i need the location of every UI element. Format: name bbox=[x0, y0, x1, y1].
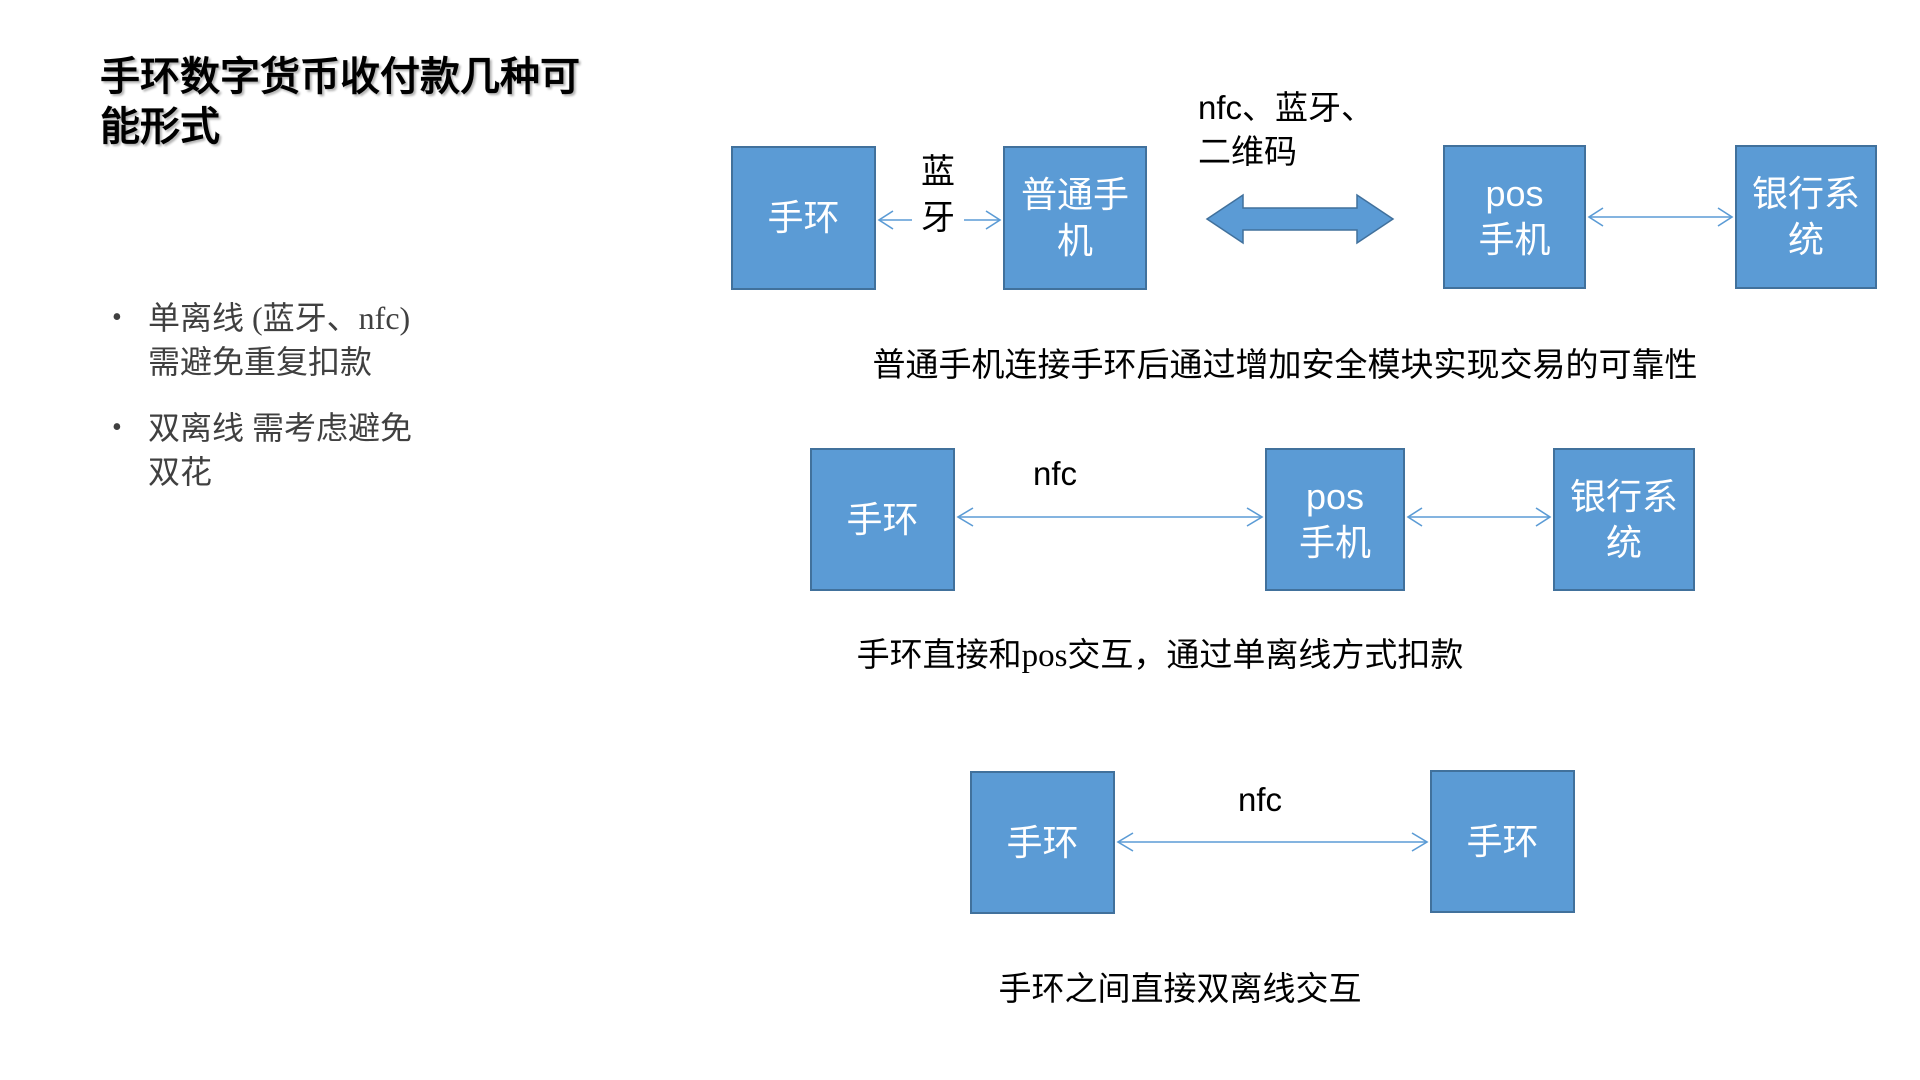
box-row1-band: 手环 bbox=[731, 146, 876, 290]
box-row2-band: 手环 bbox=[810, 448, 955, 591]
caption-row1: 普通手机连接手环后通过增加安全模块实现交易的可靠性 bbox=[872, 348, 1698, 384]
bullet-marker: • bbox=[112, 412, 122, 443]
nfc-double-arrow-icon bbox=[1116, 832, 1429, 852]
slide-title-line-2: 能形式 bbox=[100, 104, 220, 149]
link-label-bluetooth: 蓝 牙 bbox=[912, 150, 964, 242]
caption-row3: 手环之间直接双离线交互 bbox=[998, 972, 1362, 1008]
box-row3-band-left: 手环 bbox=[970, 771, 1115, 914]
slide-title-line-1: 手环数字货币收付款几种可 bbox=[100, 54, 580, 99]
bullet-line: 单离线 (蓝牙、nfc) bbox=[148, 300, 411, 336]
box-label-line: pos bbox=[1485, 173, 1544, 214]
bullet-item-double-offline: • 双离线 需考虑避免 双花 bbox=[112, 406, 512, 494]
box-label: 手环 bbox=[767, 198, 840, 238]
bullet-marker: • bbox=[112, 302, 122, 333]
box-row1-bank-system: 银行系 统 bbox=[1735, 145, 1877, 289]
box-label-line: 统 bbox=[1787, 220, 1824, 260]
link-label-nfc-bluetooth-qr: nfc、蓝牙、 二维码 bbox=[1198, 86, 1458, 174]
caption-row2: 手环直接和pos交互，通过单离线方式扣款 bbox=[856, 638, 1464, 674]
bullet-line: 双离线 需考虑避免 bbox=[148, 410, 413, 446]
box-label-line: 银行系 bbox=[1751, 174, 1860, 214]
thick-double-arrow-icon bbox=[1205, 193, 1395, 245]
box-row2-pos-phone: pos 手机 bbox=[1265, 448, 1405, 591]
box-row2-bank-system: 银行系 统 bbox=[1553, 448, 1695, 591]
link-label-line: 牙 bbox=[921, 200, 955, 237]
box-label-line: pos bbox=[1305, 475, 1365, 517]
bullet-line: 需避免重复扣款 bbox=[148, 344, 373, 380]
box-label: 手环 bbox=[1006, 822, 1079, 863]
link-label-line: 二维码 bbox=[1198, 133, 1297, 170]
nfc-double-arrow-icon bbox=[956, 507, 1264, 527]
pos-bank-double-arrow-icon bbox=[1587, 207, 1734, 227]
box-row1-ordinary-phone: 普通手 机 bbox=[1003, 146, 1147, 290]
bullet-item-single-offline: • 单离线 (蓝牙、nfc) 需避免重复扣款 bbox=[112, 296, 512, 384]
slide-title: 手环数字货币收付款几种可 能形式 bbox=[100, 52, 640, 152]
link-label-nfc-row2: nfc bbox=[1032, 455, 1078, 492]
box-label-line: 银行系 bbox=[1569, 476, 1678, 517]
link-label-line: nfc、蓝牙、 bbox=[1198, 89, 1375, 126]
pos-bank-double-arrow-icon bbox=[1406, 507, 1552, 527]
box-label-line: 统 bbox=[1605, 522, 1642, 563]
bullet-line: 双花 bbox=[148, 454, 213, 490]
box-row3-band-right: 手环 bbox=[1430, 770, 1575, 913]
box-label-line: 手机 bbox=[1478, 220, 1551, 260]
box-label-line: 机 bbox=[1056, 221, 1093, 261]
link-label-nfc-row3: nfc bbox=[1237, 781, 1283, 818]
box-label-line: 手机 bbox=[1298, 522, 1371, 563]
box-row1-pos-phone: pos 手机 bbox=[1443, 145, 1586, 289]
box-label: 手环 bbox=[1466, 821, 1539, 862]
box-label-line: 普通手 bbox=[1020, 175, 1129, 215]
link-label-line: 蓝 bbox=[921, 154, 955, 191]
box-label: 手环 bbox=[846, 499, 919, 540]
